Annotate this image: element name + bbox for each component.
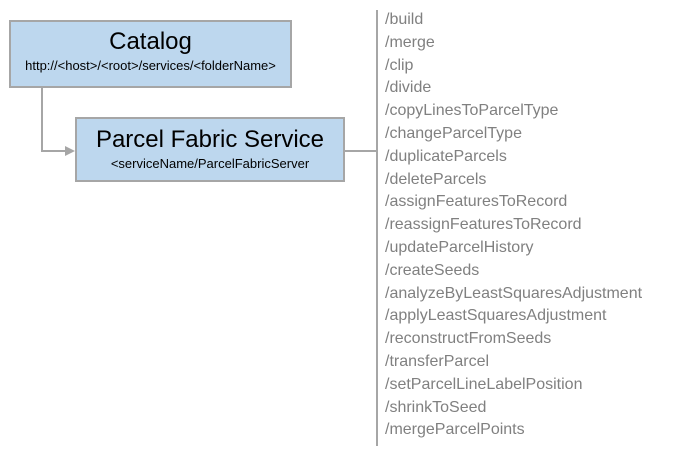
parcel-fabric-service-node: Parcel Fabric Service <serviceName/Parce… xyxy=(75,117,345,182)
connector-catalog-to-service-horizontal xyxy=(41,150,67,152)
endpoint-item: /divide xyxy=(385,79,432,97)
catalog-title: Catalog xyxy=(109,28,192,55)
endpoint-item: /applyLeastSquaresAdjustment xyxy=(385,307,607,325)
endpoint-item: /deleteParcels xyxy=(385,170,487,188)
endpoint-item: /clip xyxy=(385,56,414,74)
connector-service-to-endpoints xyxy=(345,150,376,152)
endpoint-item: /merge xyxy=(385,33,435,51)
arrow-right-icon xyxy=(65,146,75,156)
endpoint-item: /reassignFeaturesToRecord xyxy=(385,216,582,234)
endpoint-item: /updateParcelHistory xyxy=(385,238,534,256)
parcel-fabric-service-subtitle: <serviceName/ParcelFabricServer xyxy=(110,156,310,171)
endpoint-item: /transferParcel xyxy=(385,352,490,370)
catalog-node: Catalog http://<host>/<root>/services/<f… xyxy=(9,20,292,88)
endpoint-list: /build/merge/clip/divide/copyLinesToParc… xyxy=(385,9,642,442)
endpoint-item: /build xyxy=(385,11,424,28)
endpoint-item: /analyzeByLeastSquaresAdjustment xyxy=(385,284,643,302)
endpoint-item: /reconstructFromSeeds xyxy=(385,330,552,348)
parcel-fabric-service-title: Parcel Fabric Service xyxy=(95,126,325,153)
endpoint-item: /createSeeds xyxy=(385,261,480,279)
endpoint-item: /duplicateParcels xyxy=(385,147,507,165)
endpoint-item: /copyLinesToParcelType xyxy=(385,102,559,120)
endpoint-item: /shrinkToSeed xyxy=(385,398,487,416)
endpoint-item: /changeParcelType xyxy=(385,124,522,142)
endpoint-item: /setParcelLineLabelPosition xyxy=(385,375,583,393)
endpoint-item: /mergeParcelPoints xyxy=(385,421,525,439)
connector-catalog-to-service-vertical xyxy=(41,88,43,152)
catalog-url: http://<host>/<root>/services/<folderNam… xyxy=(25,58,276,73)
endpoints-divider-line xyxy=(376,10,378,446)
endpoint-item: /assignFeaturesToRecord xyxy=(385,193,568,211)
